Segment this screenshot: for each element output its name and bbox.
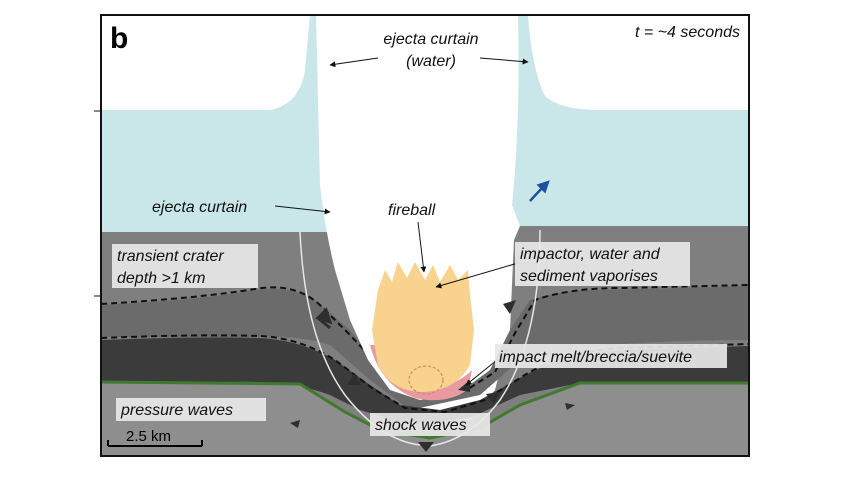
pointer-impactor bbox=[435, 262, 519, 289]
fireball-label: fireball bbox=[388, 202, 436, 219]
label-bg-melt bbox=[495, 344, 727, 368]
impactor-remnant bbox=[408, 365, 444, 395]
label-bg-transient bbox=[112, 244, 258, 288]
water-layer-right bbox=[512, 15, 749, 226]
flow-arrow-2 bbox=[347, 373, 361, 385]
flow-arrow-8 bbox=[290, 420, 300, 428]
ejecta-curtain-water-label-line1: ejecta curtain bbox=[383, 31, 478, 48]
impactor-label-line2: sediment vaporises bbox=[520, 268, 658, 285]
pointer-ejecta-water-right bbox=[479, 57, 529, 65]
shock-waves-label: shock waves bbox=[375, 417, 467, 434]
water-layer bbox=[101, 15, 333, 240]
pointer-fireball bbox=[417, 221, 427, 273]
blue-flow-arrow bbox=[529, 180, 550, 202]
flow-arrow-5 bbox=[486, 392, 500, 404]
flow-arrow-1 bbox=[315, 307, 333, 330]
label-bg-shock bbox=[370, 413, 490, 436]
pressure-waves-label: pressure waves bbox=[120, 402, 233, 419]
label-bg-impactor bbox=[515, 242, 690, 286]
label-bg-pressure bbox=[116, 398, 266, 421]
transient-crater-label-line1: transient crater bbox=[117, 248, 224, 265]
flow-arrow-7 bbox=[418, 442, 434, 452]
flow-arrow-3 bbox=[503, 300, 516, 314]
pointer-melt bbox=[465, 359, 498, 386]
ejecta-curtain-water-label-line2: (water) bbox=[406, 53, 456, 70]
scale-bar-label: 2.5 km bbox=[126, 428, 171, 445]
flow-arrow-9 bbox=[565, 403, 575, 410]
diagram-frame bbox=[100, 14, 750, 457]
impactor-label-line1: impactor, water and bbox=[520, 246, 661, 263]
impact-melt-label: impact melt/breccia/suevite bbox=[499, 349, 692, 366]
dashed-horizon-upper bbox=[101, 284, 749, 396]
pointer-ejecta-water-left bbox=[329, 57, 379, 68]
fireball-shape bbox=[372, 262, 474, 392]
green-horizon-line bbox=[101, 380, 749, 440]
pointer-ejecta-curtain bbox=[274, 205, 331, 215]
panel-label: b bbox=[110, 22, 128, 55]
transient-crater-label-line2: depth >1 km bbox=[117, 270, 206, 287]
middle-sediment-layer bbox=[101, 286, 749, 410]
time-label: t = ~4 seconds bbox=[635, 24, 740, 41]
ejecta-curtain-label: ejecta curtain bbox=[152, 199, 247, 216]
